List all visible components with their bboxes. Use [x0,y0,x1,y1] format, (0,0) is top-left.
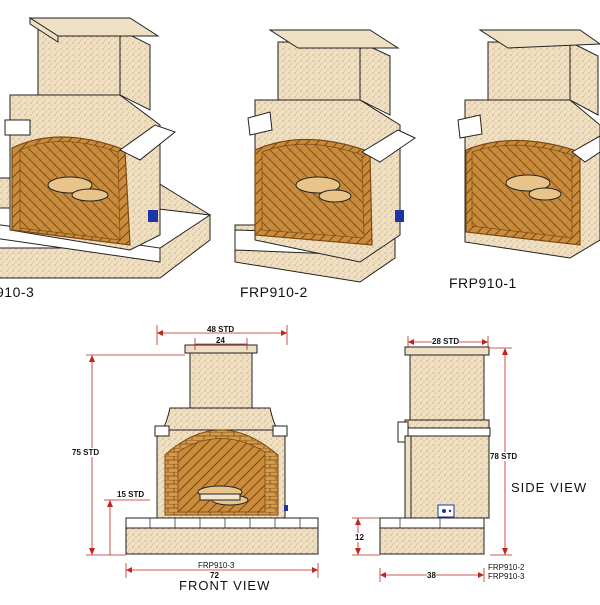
iso-model-frp910-2 [234,29,417,283]
side-dim-base-width: 38 [427,571,436,580]
iso-model-frp910-1 [457,29,600,259]
front-dim-arrows [89,330,318,573]
side-dim-top: 28 STD [432,337,460,346]
front-dim-height: 75 STD [72,448,100,457]
front-dim-top-width: 48 STD [207,325,235,334]
side-view-title: SIDE VIEW [511,480,588,495]
side-dim-height: 78 STD [490,452,518,461]
side-model-note-2: FRP910-3 [488,572,525,581]
side-dim-base-height: 12 [355,533,364,542]
front-dim-chimney-width: 24 [216,336,225,345]
model-label-frp910-2: FRP910-2 [240,284,308,300]
model-label-frp910-3: 910-3 [0,284,35,300]
side-dim-arrows [355,339,508,578]
iso-model-frp910-3 [0,17,212,279]
front-model-note: FRP910-3 [198,561,235,570]
front-view-title: FRONT VIEW [179,578,271,593]
front-dim-hearth: 15 STD [117,490,145,499]
front-dim-base-width: 72 [210,571,219,580]
front-view-drawing [125,344,319,555]
model-label-frp910-1: FRP910-1 [449,275,517,291]
side-view-drawing [379,346,491,555]
side-model-note-1: FRP910-2 [488,563,525,572]
front-dim-lines [86,325,319,578]
